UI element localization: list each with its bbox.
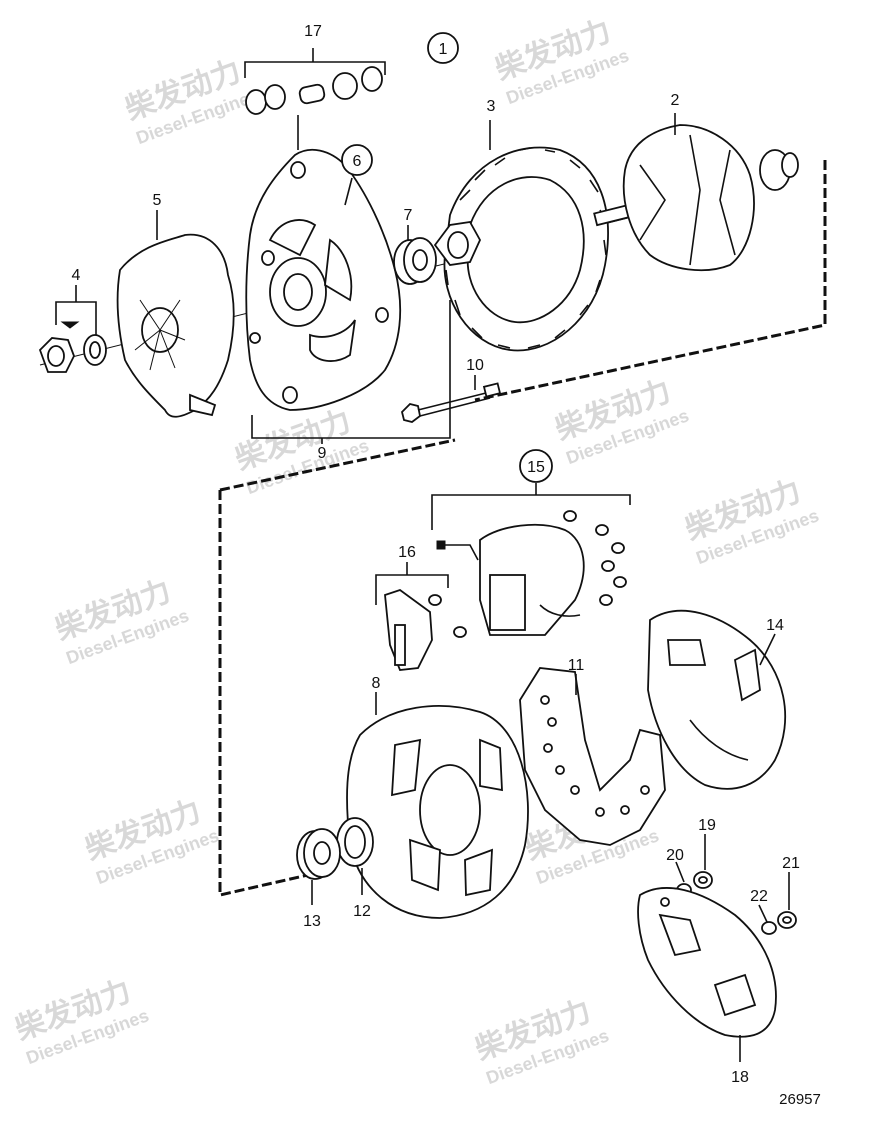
watermark-mark: 柴发动力 Diesel-Engines [491, 15, 631, 109]
part-6-drive-end-shield [245, 148, 402, 411]
callout-5: 5 [153, 192, 162, 209]
callout-4: 4 [72, 267, 81, 284]
part-2-rotor [593, 124, 799, 272]
watermark-mark: 柴发动力 Diesel-Engines [81, 795, 221, 889]
callout-15-circle [519, 449, 553, 483]
callout-17: 17 [304, 23, 322, 40]
part-4-nut-washer [38, 321, 107, 373]
part-3-stator [433, 146, 609, 352]
callout-7: 7 [404, 207, 413, 224]
part-18-rear-cover [637, 887, 777, 1038]
callout-6: 6 [353, 153, 362, 170]
callout-15: 15 [527, 459, 545, 476]
part-15-regulator [436, 510, 627, 636]
callout-labels: 1 2 3 4 5 6 7 8 9 10 11 12 13 14 15 16 1… [72, 23, 800, 1086]
callout-22: 22 [750, 888, 768, 905]
watermark-mark: 柴发动力 Diesel-Engines [51, 575, 191, 669]
part-14-cover [647, 609, 787, 790]
callout-8: 8 [372, 675, 381, 692]
watermark-mark: 柴发动力 Diesel-Engines [121, 55, 261, 149]
part-21-nut [777, 911, 797, 929]
callout-16: 16 [398, 544, 416, 561]
watermark-mark: 柴发动力 Diesel-Engines [551, 375, 691, 469]
watermark-mark: 柴发动力 Diesel-Engines [471, 995, 611, 1089]
part-5-fan [116, 233, 235, 418]
callout-21: 21 [782, 855, 800, 872]
dashed-frame [218, 160, 827, 897]
watermark-mark: 柴发动力 Diesel-Engines [681, 475, 821, 569]
leader-lines [55, 48, 790, 1062]
callout-6-circle [341, 144, 373, 176]
callout-11: 11 [568, 657, 585, 674]
drawing-number: 26957 [779, 1091, 821, 1108]
callout-1-circle [427, 32, 459, 64]
callout-12: 12 [353, 903, 371, 920]
callout-13: 13 [303, 913, 321, 930]
callout-14: 14 [766, 617, 784, 634]
part-10-bolt [401, 382, 502, 423]
callout-2: 2 [671, 92, 680, 109]
callout-19: 19 [698, 817, 716, 834]
callout-20: 20 [666, 847, 684, 864]
callout-3: 3 [487, 98, 496, 115]
part-17-kit [245, 66, 383, 150]
part-11-rectifier [519, 667, 666, 846]
part-12-clip [336, 817, 374, 867]
part-7-bearing [393, 237, 437, 285]
watermark-mark: 柴发动力 Diesel-Engines [11, 975, 151, 1069]
callout-1: 1 [439, 41, 448, 58]
part-16-brush-holder [384, 588, 467, 671]
callout-10: 10 [466, 357, 484, 374]
part-8-end-shield [346, 705, 529, 919]
part-19-nut [693, 871, 713, 889]
part-22-washer [761, 921, 777, 935]
part-13-bearing [296, 828, 341, 880]
callout-18: 18 [731, 1069, 749, 1086]
callout-9: 9 [318, 445, 327, 462]
